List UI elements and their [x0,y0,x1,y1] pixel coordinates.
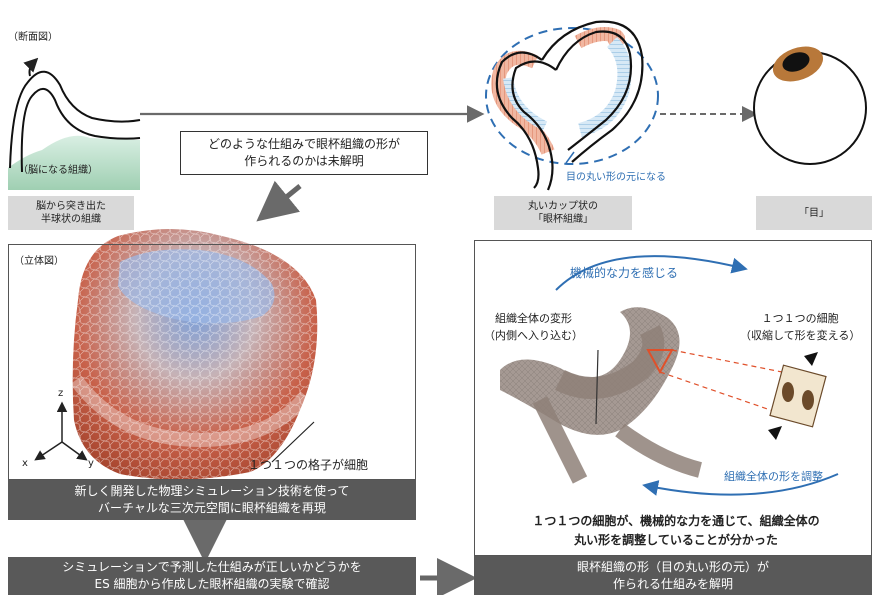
eye-origin-label: 目の丸い形の元になる [566,168,666,183]
conclusion-text: １つ１つの細胞が、機械的な力を通じて、組織全体の 丸い形を調整していることが分か… [484,512,868,550]
verify-bar: シミュレーションで予測した仕組みが正しいかどうかを ES 細胞から作成した眼杯組… [8,557,416,595]
result-bar: 眼杯組織の形（目の丸い形の元）が 作られる仕組みを解明 [474,556,872,595]
stereo-view-label: （立体図） [14,252,64,267]
question-box: どのような仕組みで眼杯組織の形が 作られるのかは未解明 [180,131,428,175]
stereo-panel [8,244,416,480]
brain-tissue-label: （脳になる組織） [18,161,98,176]
eye-label: 「目」 [756,196,872,230]
lattice-cell-label: １つ１つの格子が細胞 [248,456,368,473]
optic-cup-label: 丸いカップ状の 「眼杯組織」 [494,196,632,230]
mechanical-force-label: 機械的な力を感じる [570,264,678,281]
mechanism-panel [474,240,872,556]
axis-y-label: y [88,458,94,469]
each-cell-label: １つ１つの細胞 （収縮して形を変える） [740,310,860,344]
simulation-bar: 新しく開発した物理シミュレーション技術を使って バーチャルな三次元空間に眼杯組織… [8,480,416,520]
axis-x-label: x [22,458,28,469]
hemisphere-tissue-label: 脳から突き出た 半球状の組織 [8,196,134,230]
axis-z-label: z [58,388,63,399]
adjust-whole-label: 組織全体の形を調整 [724,468,823,484]
whole-deform-label: 組織全体の変形 （内側へ入り込む） [484,310,583,344]
